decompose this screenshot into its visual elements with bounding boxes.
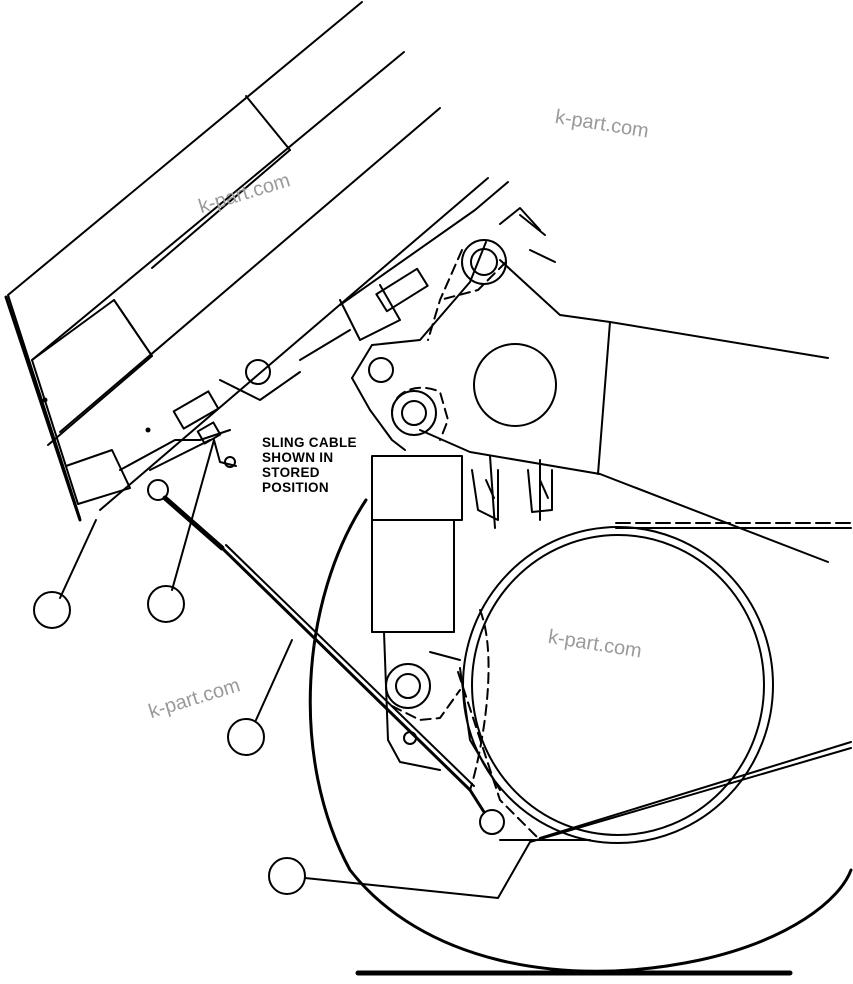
leader-lines [59,439,531,899]
callout-circle [268,857,306,895]
annotation-line-3: STORED [262,465,320,480]
annotation-line-4: POSITION [262,480,329,495]
callout-circles [33,585,306,895]
callout-circle [147,585,185,623]
bucket-body [4,1,556,522]
sling-cable-annotation: SLING CABLE SHOWN IN STORED POSITION [262,435,357,495]
sling-cable [147,479,505,835]
sling-stored-fitting [196,421,237,468]
hydraulic-cylinder [371,455,463,771]
annotation-line-2: SHOWN IN [262,450,334,465]
callout-circle [33,591,71,629]
drum-roller [308,498,853,976]
callout-circle [227,718,265,756]
annotation-line-1: SLING CABLE [262,435,357,450]
lift-arm-frame [351,239,829,563]
